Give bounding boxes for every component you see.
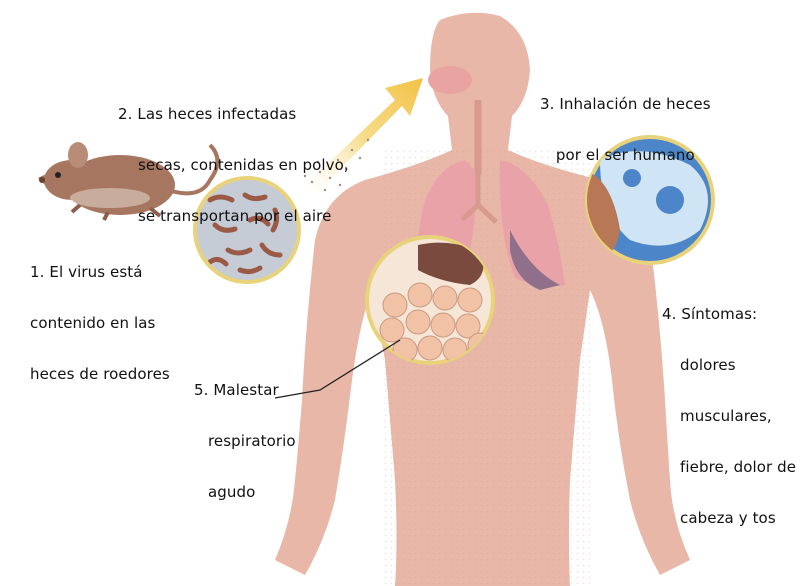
step-3-label: 3. Inhalación de heces por el ser humano bbox=[540, 62, 711, 198]
step-4-label: 4. Síntomas: dolores musculares, fiebre,… bbox=[662, 272, 796, 561]
step-5-label: 5. Malestar respiratorio agudo bbox=[194, 348, 296, 535]
step-2-label: 2. Las heces infectadas secas, contenida… bbox=[118, 72, 349, 259]
